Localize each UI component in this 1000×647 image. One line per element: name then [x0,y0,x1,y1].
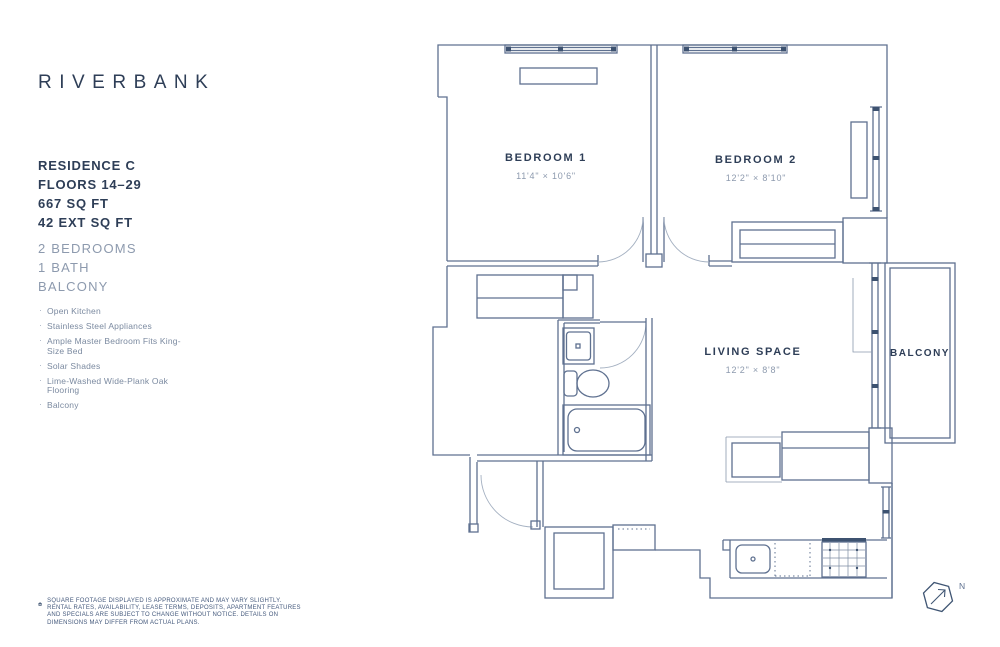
balcony [884,262,956,444]
kitchen-sink-icon [735,544,771,574]
equal-housing-icon [38,602,43,606]
dishwasher-icon [774,543,811,577]
layout-balcony: BALCONY [38,279,109,294]
doors [480,216,710,530]
residence-name: RESIDENCE C [38,158,136,173]
residence-info: RESIDENCE C FLOORS 14–29 667 SQ FT 42 EX… [38,156,142,232]
sofa-icon [725,431,870,483]
living-space-label: LIVING SPACE [704,346,801,358]
bathroom [557,318,653,461]
feature-item: Ample Master Bedroom Fits King-Size Bed [38,336,188,356]
feature-item: Lime-Washed Wide-Plank Oak Flooring [38,376,188,396]
disclaimer-text: SQUARE FOOTAGE DISPLAYED IS APPROXIMATE … [47,598,301,626]
bedroom1-label: BEDROOM 1 [505,152,587,164]
bathtub-icon [562,404,651,456]
disclaimer: SQUARE FOOTAGE DISPLAYED IS APPROXIMATE … [38,598,306,627]
feature-item: Balcony [38,400,188,411]
exterior-walls [432,44,893,599]
kitchen [722,538,887,579]
feature-list: Open Kitchen Stainless Steel Appliances … [38,306,188,416]
living-space-dims: 12'2" × 8'8" [726,365,781,375]
toilet-icon [563,369,610,398]
north-compass-icon [922,581,954,613]
residence-layout: 2 BEDROOMS 1 BATH BALCONY [38,239,137,296]
bathroom-sink-icon [562,327,595,365]
layout-bedrooms: 2 BEDROOMS [38,241,137,256]
layout-bath: 1 BATH [38,260,90,275]
bedroom2-label: BEDROOM 2 [715,154,797,166]
feature-item: Open Kitchen [38,306,188,317]
feature-item: Solar Shades [38,361,188,372]
residence-area: 667 SQ FT [38,196,109,211]
bedroom1-dims: 11'4" × 10'6" [516,171,576,181]
residence-ext-area: 42 EXT SQ FT [38,215,133,230]
residence-floors: FLOORS 14–29 [38,177,142,192]
bedroom-walls [447,45,893,484]
stove-icon [821,538,867,578]
balcony-label: BALCONY [890,348,950,359]
closets [476,67,868,599]
feature-item: Stainless Steel Appliances [38,321,188,332]
north-label: N [959,581,965,591]
brand-logo: RIVERBANK [38,72,216,93]
bedroom2-dims: 12'2" × 8'10" [726,173,787,183]
windows [504,44,891,539]
